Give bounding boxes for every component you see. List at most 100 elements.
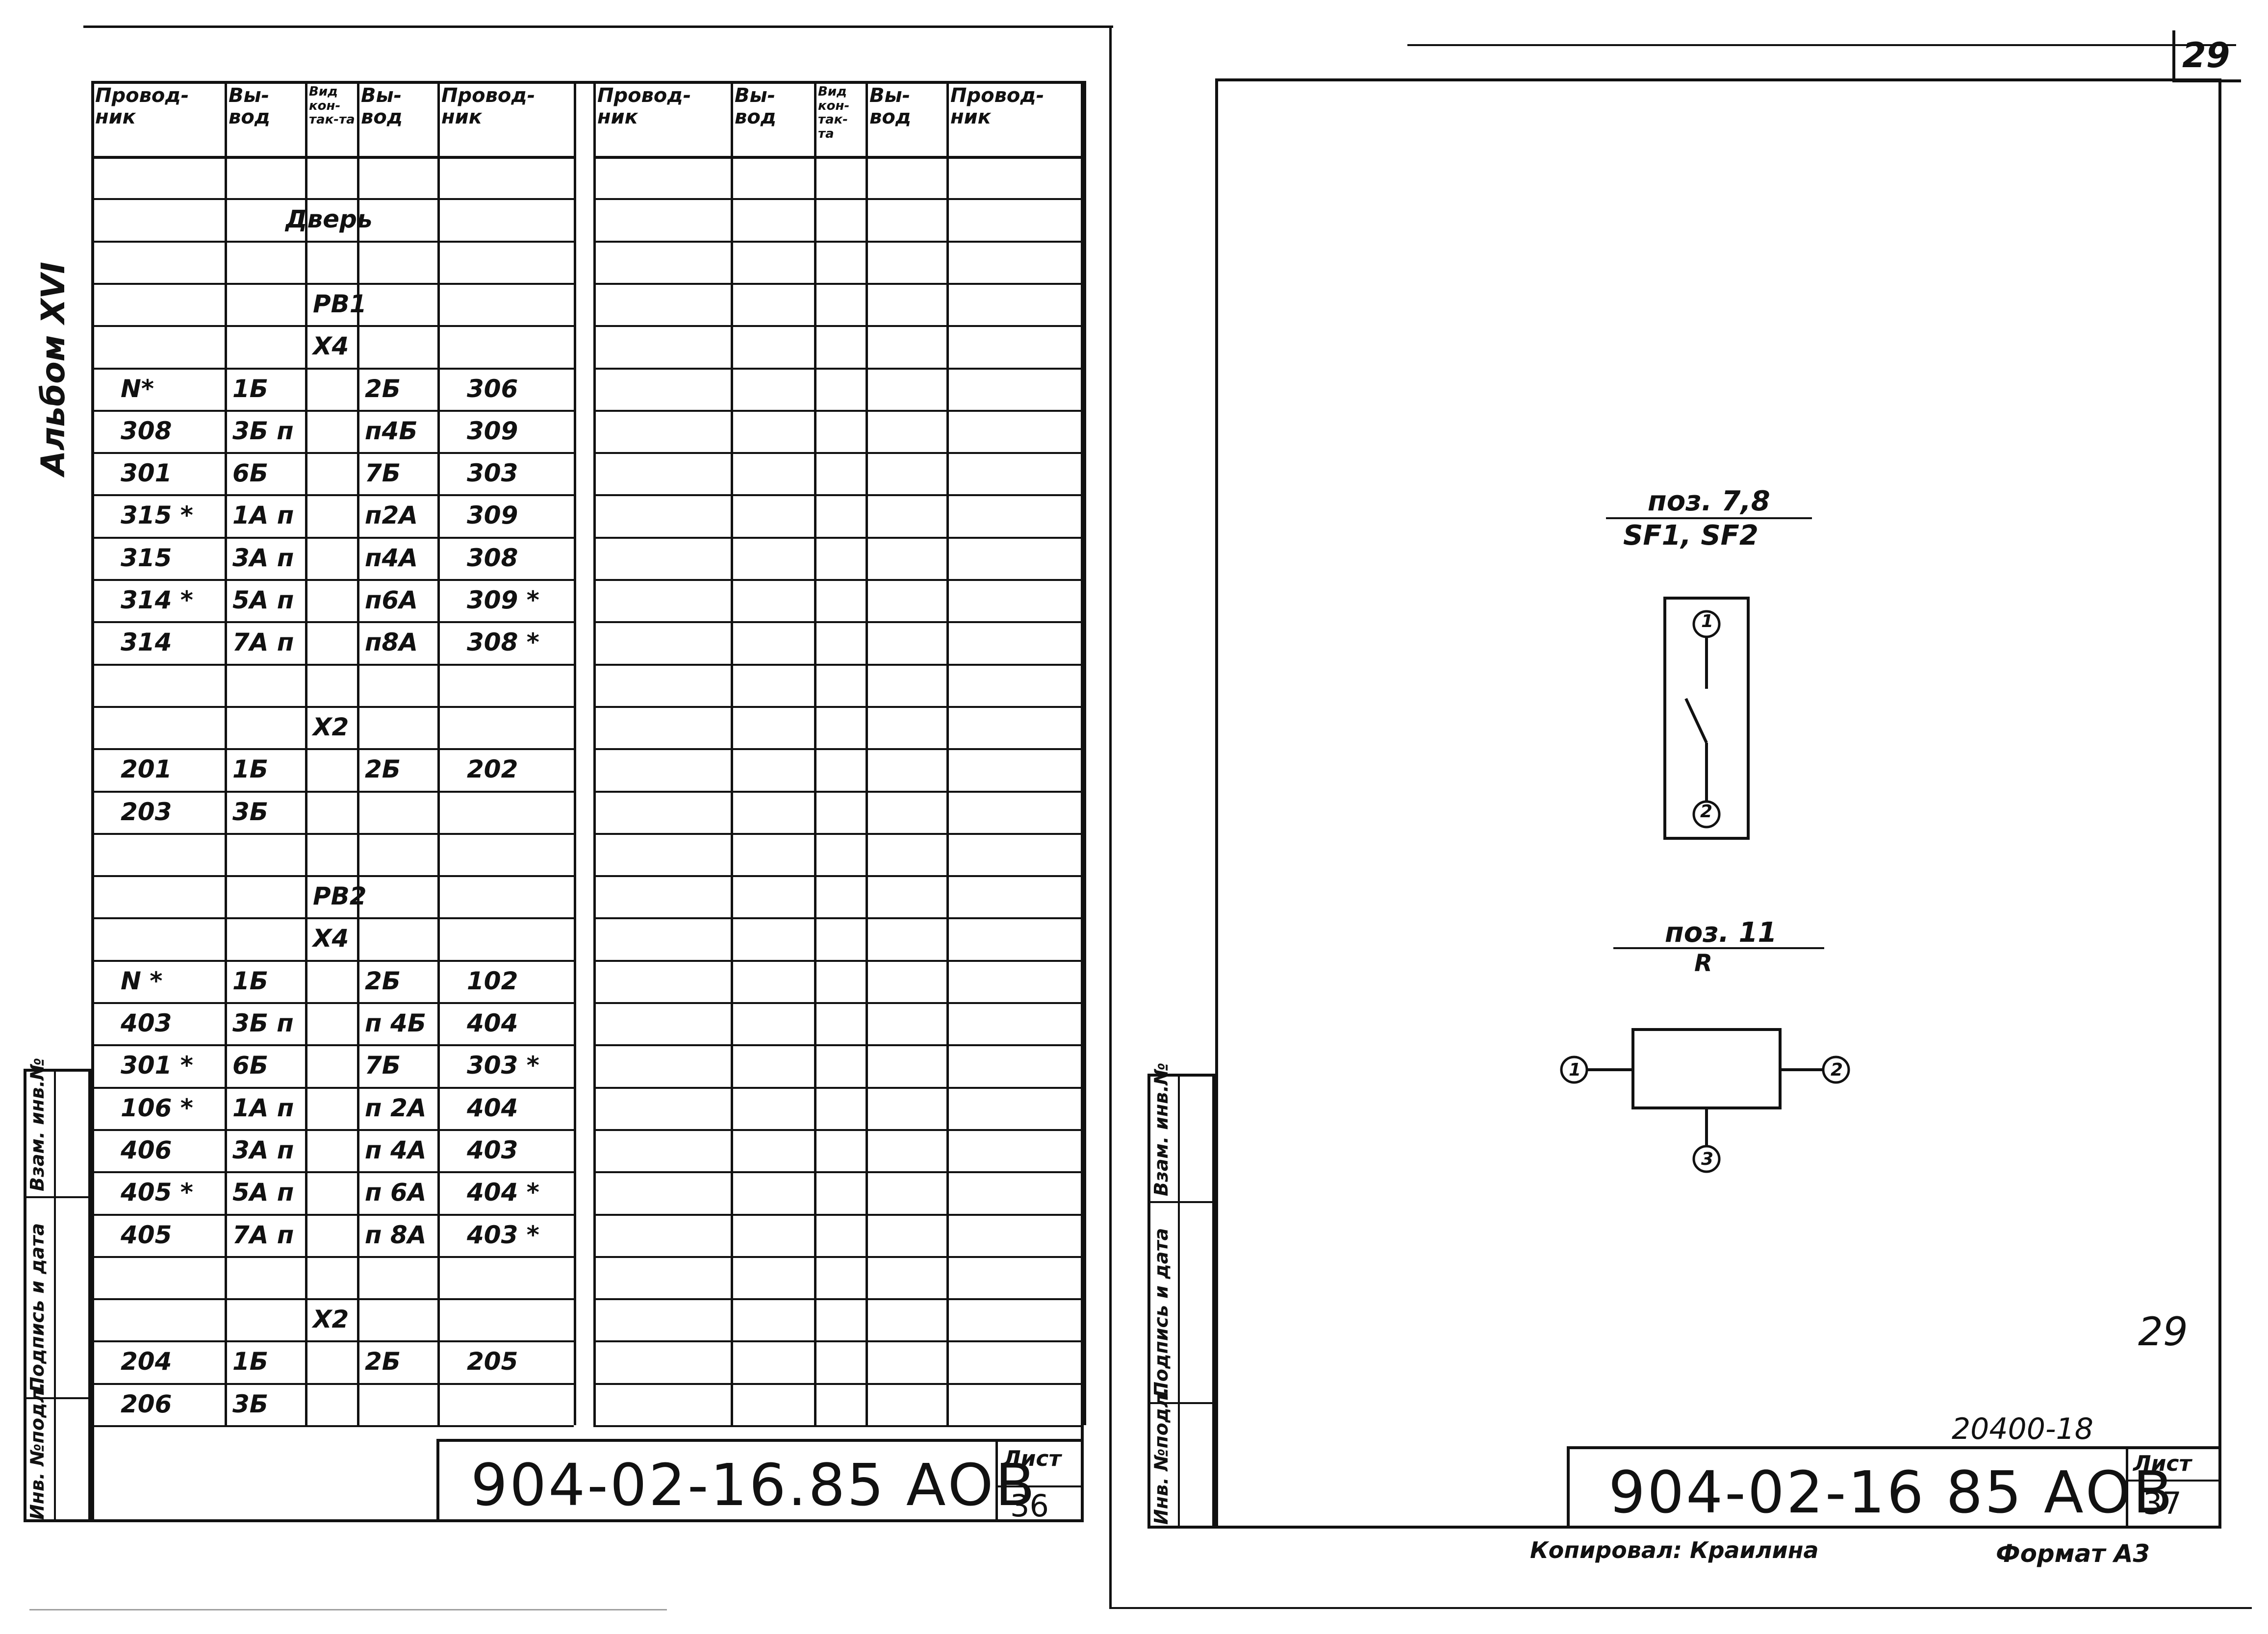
left-table-cell-t1: 1Б [232, 374, 268, 403]
left-table-cell-t2: п 8А [365, 1220, 427, 1249]
left-table-cell-c1: 315 * [121, 501, 193, 530]
left-table-cell-t2: 2Б [365, 966, 401, 995]
left-table-cell-c1: 106 * [121, 1093, 193, 1122]
right-stamp-sep-2 [1147, 1402, 1215, 1404]
pos1-label: поз. 7,8 [1648, 485, 1770, 517]
left-table-header-terminal_1: Вы-вод [229, 84, 271, 128]
left-table-cell-t1: 1Б [232, 755, 268, 784]
res-pin-bottom-label: 3 [1701, 1149, 1714, 1169]
left-table-row-line [91, 748, 574, 751]
left-table-cell-c1: N* [121, 374, 154, 403]
left-title-sheet-sep [995, 1485, 1084, 1487]
left-table-cell-t2: п2А [365, 501, 418, 530]
left-table-cell-t2: 2Б [365, 1347, 401, 1376]
left-table-col-line [574, 81, 576, 1425]
right-top-border-line [1407, 44, 2236, 46]
left-table-cell-t1: 3Б п [232, 1009, 294, 1037]
right-table-row-line [593, 198, 1084, 201]
left-table-row-line [91, 1086, 574, 1089]
left-table-cell-t2: 2Б [365, 755, 401, 784]
right-table-row-line [593, 536, 1084, 539]
left-table-col-line [91, 81, 94, 1425]
right-stamp-label-3: Инв. №подл. [1150, 1387, 1172, 1525]
left-stamp-label-3: Инв. №подл. [26, 1382, 48, 1520]
left-table-cell-c1: 201 [121, 755, 172, 784]
res-pin-right-label: 2 [1831, 1060, 1843, 1080]
left-table-row-line [91, 452, 574, 454]
left-table-cell-c1: 206 [121, 1389, 172, 1418]
right-table-row-line [593, 240, 1084, 243]
left-table-cell-k: Х2 [313, 712, 349, 741]
left-table-row-line [91, 1340, 574, 1343]
right-stamp-column [1147, 1074, 1215, 1529]
left-table-cell-t1: 5А п [232, 586, 294, 614]
left-table-row-line [91, 1383, 574, 1385]
left-table-cell-t1: 1Б [232, 966, 268, 995]
pos2-label: поз. 11 [1665, 917, 1777, 949]
left-stamp-label-2: Подпись и дата [26, 1223, 48, 1392]
left-sheet-label: Лист [1003, 1446, 1061, 1471]
right-table-row-line [593, 705, 1084, 708]
right-table-row-line [593, 325, 1084, 327]
resistor-symbol [1560, 1028, 1850, 1173]
pos1-designation: SF1, SF2 [1623, 520, 1758, 552]
left-table-row-line [91, 536, 574, 539]
right-table-row-line [593, 790, 1084, 793]
left-table-row-line [91, 1256, 574, 1258]
left-table-cell-c2: 205 [467, 1347, 518, 1376]
left-table-row-line [91, 240, 574, 243]
right-title-block [1567, 1446, 2221, 1529]
right-table-row-line [593, 494, 1084, 497]
left-table-cell-c2: 404 * [467, 1178, 539, 1207]
handwritten-page-number: 29 [2138, 1309, 2188, 1355]
left-table-cell-t1: 5А п [232, 1178, 294, 1207]
right-table-header-contact_type: Вид кон-так-та [818, 84, 850, 141]
left-table-row-line [91, 409, 574, 412]
left-table-cell-c1: 315 [121, 543, 172, 572]
left-table-row-line [91, 1002, 574, 1004]
switch-pin-bottom-label: 2 [1700, 802, 1713, 822]
left-table-row-line [91, 1171, 574, 1174]
left-table-cell-t1: 3Б [232, 1389, 268, 1418]
right-table-col-line [1084, 81, 1086, 1425]
left-table-cell-t1: 6Б [232, 459, 268, 488]
left-sheet-number: 36 [1010, 1488, 1049, 1524]
left-table-row-line [91, 1213, 574, 1216]
left-table-cell-t2: п4Б [365, 416, 418, 445]
left-table-header-conductor_1: Провод-ник [95, 84, 189, 128]
left-table-col-line [305, 81, 307, 1425]
right-table-header-terminal_1: Вы-вод [735, 84, 777, 128]
left-table-cell-c2: 404 [467, 1009, 518, 1037]
left-table-cell-t2: п 4А [365, 1135, 427, 1164]
left-table-cell-c1: N * [121, 966, 163, 995]
right-table-col-line [946, 81, 949, 1425]
left-table-cell-c1: 314 * [121, 586, 193, 614]
left-table-cell-k: Дверь [285, 205, 373, 234]
left-table-cell-c2: 102 [467, 966, 518, 995]
left-stamp-sep-2 [24, 1397, 91, 1399]
left-table-cell-k: Х2 [313, 1305, 349, 1334]
left-table-cell-t2: п 6А [365, 1178, 427, 1207]
right-stamp-sep-1 [1147, 1201, 1215, 1203]
left-table-row-line [91, 367, 574, 370]
right-table-row-line [593, 1213, 1084, 1216]
left-table-cell-t1: 1А п [232, 501, 294, 530]
right-title-sheet-sep [2126, 1480, 2221, 1482]
left-table-cell-c2: 303 * [467, 1051, 539, 1080]
left-table-cell-t2: 7Б [365, 1051, 401, 1080]
left-table-row-line [91, 1129, 574, 1131]
right-table-row-line [593, 282, 1084, 285]
sheet-divider-line [1109, 25, 1112, 1609]
left-table-cell-c1: 406 [121, 1135, 172, 1164]
left-table-row-line [91, 917, 574, 920]
left-stamp-sep-1 [24, 1196, 91, 1198]
left-table-header-terminal_2: Вы-вод [361, 84, 403, 128]
left-table-cell-t1: 1Б [232, 1347, 268, 1376]
left-stamp-column [24, 1069, 91, 1522]
left-table-cell-c1: 301 * [121, 1051, 193, 1080]
left-table-cell-c2: 308 [467, 543, 518, 572]
left-table-col-line [225, 81, 227, 1425]
left-table-cell-c1: 301 [121, 459, 172, 488]
pos2-designation: R [1694, 950, 1712, 977]
pos1-underline [1606, 517, 1812, 519]
